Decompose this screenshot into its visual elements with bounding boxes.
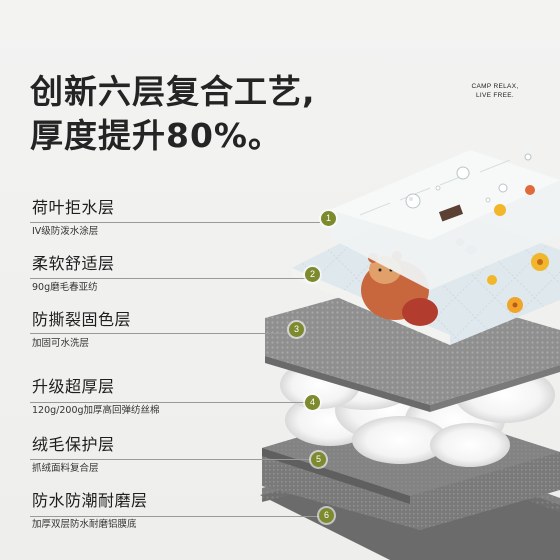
layer-4-marker: 4: [305, 395, 320, 410]
layer-3-subtitle: 加固可水洗层: [32, 338, 90, 349]
layer-6-marker: 6: [319, 508, 334, 523]
layer-3-label: 防撕裂固色层 加固可水洗层: [32, 309, 262, 351]
layer-1-shape: [330, 150, 560, 290]
layer-4-title: 升级超厚层: [32, 377, 115, 396]
layer-2-label: 柔软舒适层 90g磨毛春亚纺: [32, 253, 262, 295]
layer-1-label: 荷叶拒水层 IV级防泼水涂层: [32, 197, 262, 239]
layer-6-title: 防水防潮耐磨层: [32, 491, 148, 510]
layer-3-title: 防撕裂固色层: [32, 310, 132, 329]
layer-6-divider: [30, 516, 320, 517]
layer-6-subtitle: 加厚双层防水耐磨铝膜底: [32, 519, 137, 530]
layer-3-shape: [265, 282, 560, 412]
headline-line-2: 厚度提升80%。: [30, 116, 282, 155]
layer-1-title: 荷叶拒水层: [32, 198, 115, 217]
layer-4-subtitle: 120g/200g加厚高回弹纺丝棉: [32, 405, 160, 416]
layer-2-title: 柔软舒适层: [32, 254, 115, 273]
layer-1-divider: [30, 222, 320, 223]
layer-5-title: 绒毛保护层: [32, 435, 115, 454]
layer-2-divider: [30, 278, 306, 279]
headline: 创新六层复合工艺, 厚度提升80%。: [30, 70, 450, 158]
layer-4-label: 升级超厚层 120g/200g加厚高回弹纺丝棉: [32, 376, 262, 418]
brand-slogan: CAMP RELAX, LIVE FREE.: [460, 82, 530, 100]
layer-1-marker: 1: [321, 211, 336, 226]
layer-6-label: 防水防潮耐磨层 加厚双层防水耐磨铝膜底: [32, 490, 262, 532]
layer-2-subtitle: 90g磨毛春亚纺: [32, 282, 98, 293]
layer-3-divider: [30, 333, 288, 334]
brand-slogan-line-2: LIVE FREE.: [475, 92, 515, 99]
layer-3-marker: 3: [289, 322, 304, 337]
brand-slogan-line-1: CAMP RELAX,: [471, 83, 519, 90]
layer-5-label: 绒毛保护层 抓绒面料复合层: [32, 434, 262, 476]
layer-1-subtitle: IV级防泼水涂层: [32, 226, 99, 237]
layer-4-divider: [30, 402, 308, 403]
headline-line-1: 创新六层复合工艺,: [30, 72, 316, 111]
layer-2-marker: 2: [305, 267, 320, 282]
layer-5-marker: 5: [311, 452, 326, 467]
layer-5-divider: [30, 459, 316, 460]
layer-5-subtitle: 抓绒面料复合层: [32, 463, 99, 474]
